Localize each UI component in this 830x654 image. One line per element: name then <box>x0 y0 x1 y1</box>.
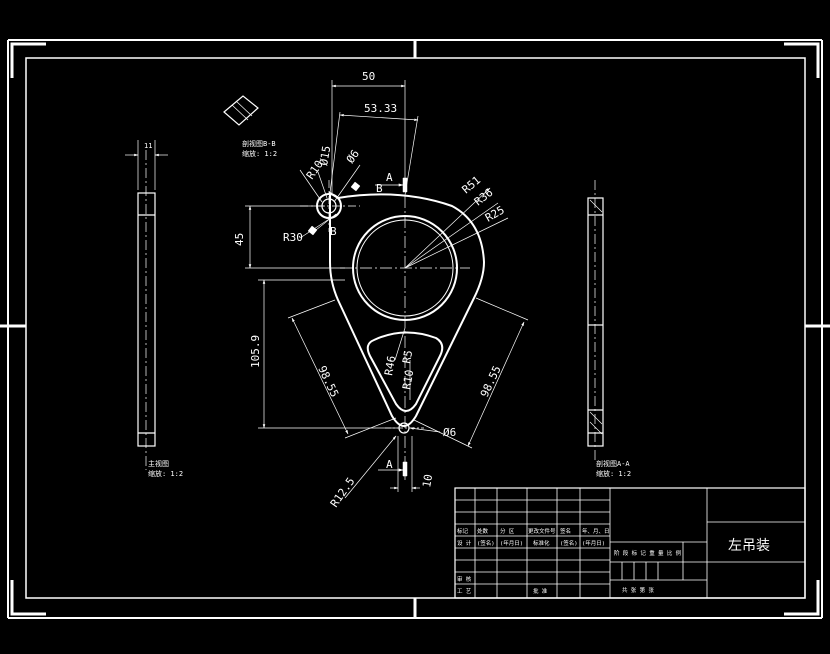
tb-stage-header: 阶 段 标 记 重 量 比 例 <box>614 549 682 557</box>
tb-r1-c5: 签名 <box>560 527 571 535</box>
tb-r2-c3: (年月日) <box>500 539 523 547</box>
dim-50: 50 <box>362 70 375 83</box>
label-a-top: A <box>386 171 393 184</box>
tb-r2-c5: (签名) <box>560 539 578 547</box>
dim-r25: R25 <box>483 203 507 224</box>
tb-r2-c2: (签名) <box>477 539 495 547</box>
main-view-title: 主视图 <box>148 459 169 468</box>
dim-10: 10 <box>420 473 435 488</box>
section-bb-view <box>223 95 259 126</box>
section-aa-title: 剖视图A-A <box>596 459 630 468</box>
dim-r10-mid: R10 <box>400 369 416 391</box>
dim-r12-5: R12.5 <box>328 475 358 510</box>
dim-98-55-left: 98.55 <box>315 364 341 400</box>
title-block <box>454 487 806 599</box>
tb-r4-c1: 工 艺 <box>457 588 472 595</box>
tb-r2-c6: (年月日) <box>582 539 605 547</box>
dim-105-9: 105.9 <box>249 335 262 368</box>
dim-phi6-bottom: Ø6 <box>443 426 456 439</box>
dim-r5: R5 <box>400 349 415 364</box>
section-markers <box>307 177 408 477</box>
dim-thickness: 11 <box>144 142 152 150</box>
dim-98-55-right: 98.55 <box>478 364 504 400</box>
section-aa-scale: 缩放: 1:2 <box>596 469 631 478</box>
dim-r46: R46 <box>382 355 398 377</box>
dimension-lines <box>245 80 529 499</box>
section-bb-title: 剖视图B-B <box>242 139 276 148</box>
dim-r30: R30 <box>283 231 303 244</box>
lug-front-view <box>300 180 486 480</box>
tb-r1-c4: 更改文件号 <box>528 527 556 535</box>
tb-r2-c1: 设 计 <box>457 539 472 547</box>
main-view-scale: 缩放: 1:2 <box>148 469 183 478</box>
tb-r1-c6: 年、月、日 <box>582 527 610 535</box>
drawing-title: 左吊装 <box>728 538 770 554</box>
tb-r3-c1: 审 核 <box>457 575 472 583</box>
tb-r4-c4: 批 准 <box>533 587 548 595</box>
tb-r1-c1: 标记 <box>457 527 469 535</box>
dim-53-33: 53.33 <box>364 102 397 115</box>
label-a-bottom: A <box>386 458 393 471</box>
label-b-bottom: B <box>330 225 337 238</box>
main-view <box>125 140 168 470</box>
tb-r2-c4: 标准化 <box>533 539 550 547</box>
dim-45: 45 <box>233 233 246 246</box>
inner-frame <box>25 57 806 599</box>
dim-phi6-top: Ø6 <box>344 147 362 165</box>
section-aa-view <box>587 180 604 460</box>
outer-frame <box>0 39 830 619</box>
tb-r1-c2: 处数 <box>477 527 489 535</box>
tb-r1-c3: 分 区 <box>500 527 515 535</box>
label-b-top: B <box>376 182 383 195</box>
tb-sheet-footer: 共 张 第 张 <box>622 586 654 594</box>
section-bb-scale: 缩放: 1:2 <box>242 149 277 158</box>
dim-phi15: Ø15 <box>317 145 333 167</box>
